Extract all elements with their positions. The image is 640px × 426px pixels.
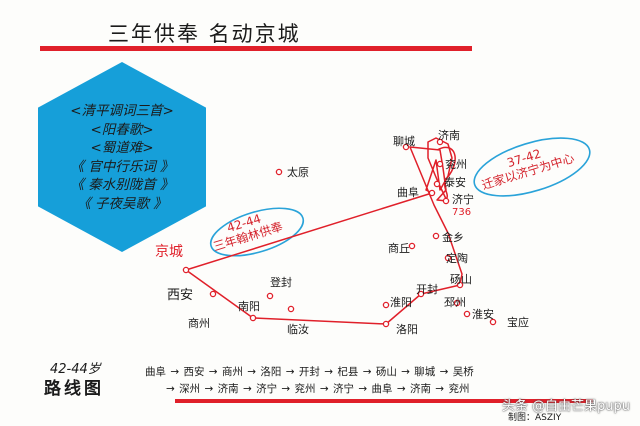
- city-dot-jinxiang: [432, 232, 440, 240]
- capital-label: 京城: [155, 244, 183, 260]
- city-dot-dengfeng: [266, 292, 274, 300]
- watermark: 头条 @自由芒果pupu: [501, 399, 630, 414]
- city-dot-huaiyang: [382, 301, 390, 309]
- city-dot-xian: [182, 266, 190, 274]
- route-line: [185, 137, 463, 325]
- year-label: 736: [452, 207, 472, 218]
- city-kaifeng: 开封: [416, 283, 438, 296]
- city-jining: 济宁: [452, 193, 474, 206]
- city-taian: 泰安: [444, 176, 466, 189]
- bubble-right: [473, 137, 591, 197]
- work-item: <蜀道难>: [90, 140, 154, 156]
- city-dot-shangqiu: [408, 242, 416, 250]
- author-credit: 制图：ASZIY: [508, 413, 562, 423]
- route-sequence-line1: 曲阜 → 西安 → 商州 → 洛阳 → 开封 → 杞县 → 砀山 → 聊城 → …: [145, 366, 474, 378]
- title-underline: [40, 46, 472, 51]
- work-item: <阳春歌>: [90, 121, 154, 138]
- city-linru: 临汝: [287, 323, 309, 336]
- city-dangshan: 砀山: [450, 273, 472, 286]
- city-dot-nanyang: [249, 314, 257, 322]
- city-yunzhou: 邳州: [444, 296, 466, 309]
- city-dot-yanzhou: [436, 160, 444, 168]
- city-dot-luoyang: [382, 320, 390, 328]
- city-dingtao: 定陶: [446, 252, 468, 265]
- city-nanyang: 南阳: [238, 300, 260, 313]
- works-hexagon: <清平调词三首> <阳春歌> <蜀道难> 《 官中行乐词 》 《 秦水别陇首 》…: [38, 62, 206, 252]
- city-dot-jinan: [436, 138, 444, 146]
- work-item: 《 秦水别陇首 》: [70, 177, 174, 193]
- city-baoying: 宝应: [507, 316, 529, 329]
- city-xian: 西安: [167, 288, 194, 303]
- city-huaian: 淮安: [472, 308, 494, 321]
- route-heading: 路线图: [44, 379, 104, 399]
- city-dot-dangshan: [456, 281, 464, 289]
- city-dot-shangzhou: [209, 290, 217, 298]
- city-dot-liaocheng: [402, 143, 410, 151]
- city-yanzhou: 兖州: [445, 158, 467, 171]
- city-huaiyang: 淮阳: [390, 296, 412, 309]
- city-dot-jining: [442, 197, 450, 205]
- city-jinxiang: 金乡: [442, 231, 464, 244]
- route-heading-years: 42-44岁: [50, 362, 101, 377]
- bubble-left: [209, 207, 305, 257]
- city-taiyuan: 太原: [287, 166, 309, 179]
- route-sequence-line2: → 深州 → 济南 → 济宁 → 兖州 → 济宁 → 曲阜 → 济南 → 兖州: [166, 383, 470, 395]
- page-title: 三年供奉 名动京城: [108, 22, 301, 46]
- city-shangzhou: 商州: [188, 317, 210, 330]
- work-item: 《 官中行乐词 》: [70, 158, 174, 175]
- city-jinan: 济南: [438, 129, 460, 142]
- bottom-bar: [175, 399, 593, 403]
- city-dot-huaian: [463, 310, 471, 318]
- city-qufu: 曲阜: [397, 186, 419, 199]
- city-dot-yunzhou: [453, 299, 461, 307]
- city-liaocheng: 聊城: [393, 135, 415, 148]
- work-item: 《 子夜吴歌 》: [77, 195, 167, 212]
- city-dot-linru: [287, 305, 295, 313]
- city-dot-taian: [433, 180, 441, 188]
- works-list: <清平调词三首> <阳春歌> <蜀道难> 《 官中行乐词 》 《 秦水别陇首 》…: [38, 102, 206, 213]
- hexagon-background: [38, 62, 206, 252]
- city-dot-kaifeng: [417, 290, 425, 298]
- city-shangqiu: 商丘: [388, 242, 410, 255]
- route-loop: [436, 146, 456, 201]
- city-dengfeng: 登封: [270, 276, 292, 289]
- city-dot-taiyuan: [275, 168, 283, 176]
- work-item: <清平调词三首>: [70, 103, 174, 119]
- city-dot-baoying: [489, 318, 497, 326]
- city-dot-dingtao: [444, 254, 452, 262]
- city-dot-qufu: [428, 189, 436, 197]
- city-luoyang: 洛阳: [396, 323, 418, 336]
